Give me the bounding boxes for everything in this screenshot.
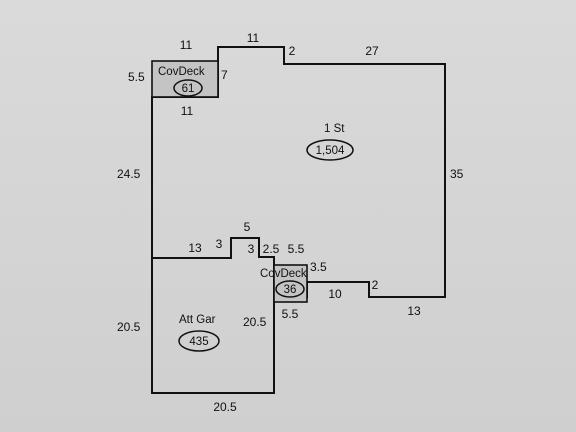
- dim-deck-top-left: 5.5: [128, 70, 145, 84]
- dim-step-2-5: 2.5: [263, 242, 280, 256]
- garage-label: Att Gar: [179, 314, 216, 326]
- first-story-oval: [306, 139, 354, 161]
- dim-left-upper: 24.5: [117, 167, 141, 181]
- dim-deck-mid-bottom: 5.5: [282, 307, 299, 321]
- dim-lower-jog: 2: [372, 278, 379, 292]
- deck-top-label: CovDeck: [158, 66, 205, 78]
- covered-deck-top: [151, 60, 219, 98]
- dim-garage-top: 13: [188, 241, 202, 255]
- dim-deck-top-right: 7: [221, 68, 228, 82]
- dim-top-jog: 2: [289, 44, 296, 58]
- deck-mid-area: 36: [284, 284, 297, 296]
- dim-bump-top: 5: [244, 220, 251, 234]
- dim-garage-inner: 20.5: [243, 315, 267, 329]
- dim-right-side: 35: [450, 167, 464, 181]
- dim-lower-mid: 10: [328, 287, 342, 301]
- dim-deck-top-bottom: 11: [181, 104, 194, 118]
- dim-left-lower: 20.5: [117, 320, 141, 334]
- dim-bottom-garage: 20.5: [213, 400, 237, 414]
- first-story-label: 1 St: [324, 123, 345, 135]
- dim-top-right: 27: [365, 44, 379, 58]
- dim-deck-mid-right: 3.5: [310, 260, 327, 274]
- dim-bump-left: 3: [216, 237, 223, 251]
- dim-bump-right: 3: [248, 242, 255, 256]
- garage-oval: [178, 330, 220, 352]
- dim-lower-right: 13: [407, 304, 421, 318]
- building-outline: [151, 46, 446, 394]
- garage-divider: [152, 237, 275, 297]
- first-story-area: 1,504: [316, 145, 345, 157]
- deck-top-oval: [173, 79, 203, 97]
- dim-top-step: 11: [247, 31, 260, 45]
- dim-deck-top-top: 11: [180, 38, 193, 52]
- garage-area: 435: [189, 336, 208, 348]
- deck-top-area: 61: [182, 83, 195, 95]
- deck-mid-label: CovDeck: [260, 268, 307, 280]
- deck-mid-oval: [275, 280, 305, 298]
- dim-deck-mid-top: 5.5: [288, 242, 305, 256]
